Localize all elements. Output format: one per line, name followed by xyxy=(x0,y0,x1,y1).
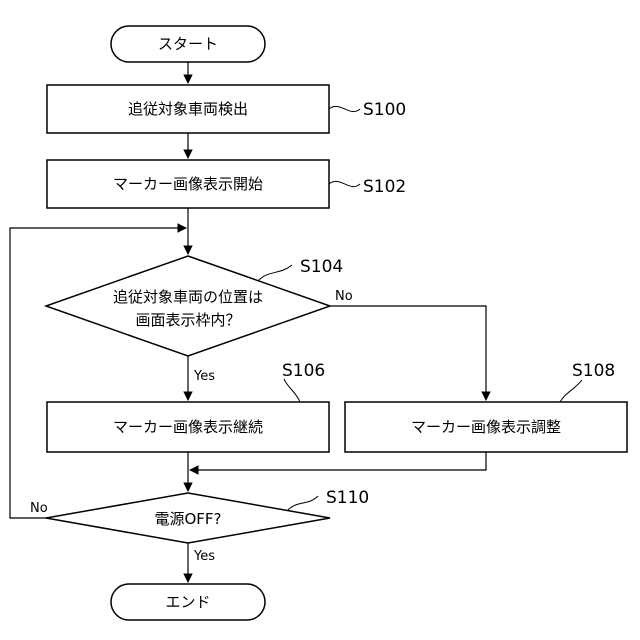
step-s106-leader xyxy=(284,379,300,402)
start-label: スタート xyxy=(158,35,218,53)
step-s102-id: S102 xyxy=(363,177,406,197)
end-label: エンド xyxy=(165,593,210,611)
step-s100-text: 追従対象車両検出 xyxy=(128,100,248,118)
step-s102-leader xyxy=(329,181,360,186)
step-s104-leader xyxy=(258,265,292,281)
step-s104-diamond xyxy=(46,256,330,356)
step-s108-leader xyxy=(560,380,582,402)
step-s108-id: S108 xyxy=(572,361,615,381)
step-s104-text-line1: 追従対象車両の位置は xyxy=(113,288,263,306)
step-s106-id: S106 xyxy=(282,361,325,381)
step-s108-text: マーカー画像表示調整 xyxy=(411,418,561,436)
edge-s110-no-label: No xyxy=(30,501,48,516)
step-s104-id: S104 xyxy=(300,257,343,277)
edge-s104-no-label: No xyxy=(335,289,353,304)
step-s110-leader xyxy=(288,496,318,510)
edge-s104-no xyxy=(330,306,486,400)
edge-s110-yes-label: Yes xyxy=(193,549,215,564)
step-s100-id: S100 xyxy=(363,100,406,120)
step-s102-text: マーカー画像表示開始 xyxy=(113,175,263,193)
edge-s108-merge xyxy=(190,452,486,470)
edge-s104-yes-label: Yes xyxy=(193,369,215,384)
step-s100-leader xyxy=(329,106,360,111)
step-s106-text: マーカー画像表示継続 xyxy=(113,418,263,436)
step-s110-id: S110 xyxy=(326,488,369,508)
step-s110-text: 電源OFF? xyxy=(154,510,221,528)
step-s104-text-line2: 画面表示枠内？ xyxy=(135,311,240,329)
